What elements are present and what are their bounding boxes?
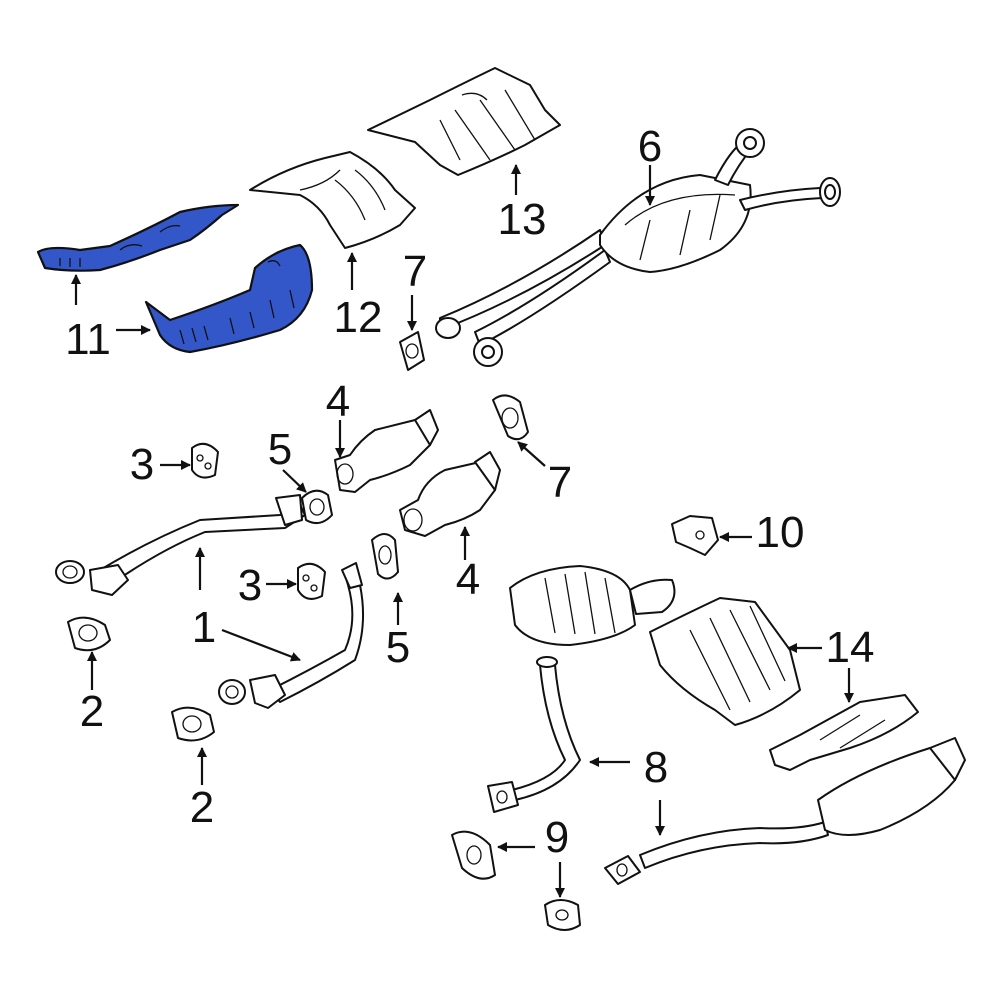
callout-8: 8: [643, 743, 669, 792]
callout-4: 4: [325, 377, 351, 426]
callout-2: 2: [79, 687, 105, 736]
part-4-catalytic-converter-upper[interactable]: [334, 409, 439, 493]
part-5-gasket-upper[interactable]: [301, 489, 333, 525]
part-14-heat-shield-lower[interactable]: [769, 694, 919, 771]
callout-12: 12: [333, 293, 383, 342]
part-7-gasket-upper[interactable]: [399, 331, 425, 371]
part-7-gasket-lower[interactable]: [492, 394, 529, 441]
callout-5: 5: [267, 425, 293, 474]
part-10-bracket[interactable]: [671, 515, 719, 556]
part-6-center-pipe-resonator[interactable]: [435, 128, 841, 367]
callout-14: 14: [825, 623, 875, 672]
callout-4: 4: [455, 555, 481, 604]
callout-10: 10: [755, 508, 805, 557]
leader-arrows: [71, 164, 854, 898]
part-3-hanger-lower[interactable]: [297, 562, 326, 600]
callout-7: 7: [402, 247, 428, 296]
part-11-heat-shield-rear[interactable]: [144, 243, 314, 354]
part-9-gasket[interactable]: [451, 830, 496, 880]
part-9-hanger[interactable]: [544, 899, 581, 931]
callout-3: 3: [129, 440, 155, 489]
part-5-gasket-lower[interactable]: [371, 533, 399, 580]
tail-pipe-muffler-assembly[interactable]: [604, 737, 966, 885]
part-3-hanger-upper[interactable]: [191, 442, 219, 479]
part-1-front-pipe-upper[interactable]: [55, 494, 306, 596]
part-11-heat-shield-front[interactable]: [36, 203, 240, 272]
callout-5: 5: [385, 623, 411, 672]
part-14-heat-shield-upper[interactable]: [649, 597, 801, 726]
callout-9: 9: [544, 813, 570, 862]
part-13-heat-shield[interactable]: [367, 67, 561, 176]
callout-2: 2: [189, 783, 215, 832]
callout-7: 7: [547, 458, 573, 507]
part-12-heat-shield[interactable]: [249, 151, 416, 249]
part-2-gasket-right[interactable]: [171, 706, 215, 742]
callout-11: 11: [65, 315, 111, 364]
part-1-front-pipe-lower[interactable]: [218, 562, 364, 709]
part-2-gasket-left[interactable]: [67, 616, 111, 652]
callout-1: 1: [191, 603, 217, 652]
callout-3: 3: [237, 561, 263, 610]
callout-13: 13: [497, 195, 547, 244]
part-4-catalytic-converter-lower[interactable]: [399, 451, 501, 537]
part-8-rear-muffler[interactable]: [487, 565, 676, 813]
callout-6: 6: [637, 122, 663, 171]
